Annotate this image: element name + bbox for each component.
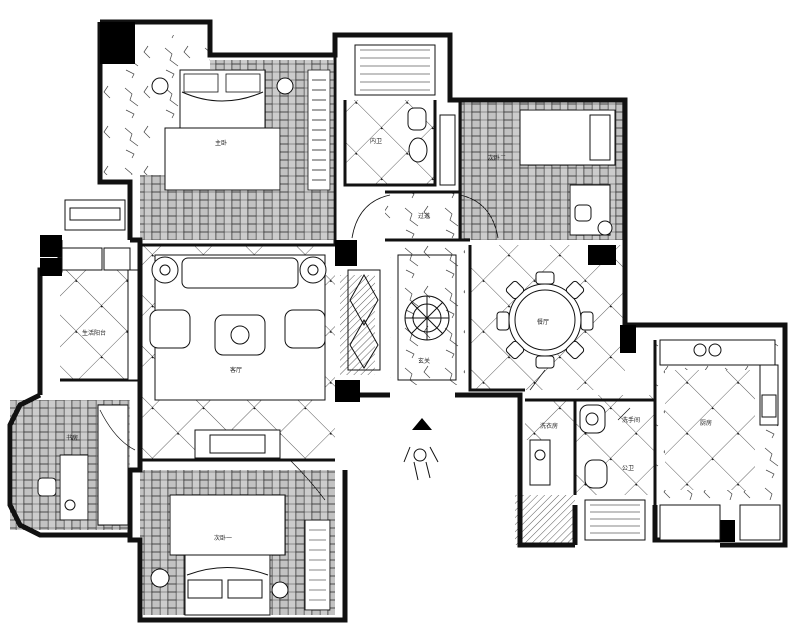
interior-walls xyxy=(60,55,657,505)
dining-room-label: 餐厅 xyxy=(537,318,549,326)
laundry-label: 洗衣房 xyxy=(540,422,558,430)
corridor-label: 过道 xyxy=(418,212,430,220)
bath-fixtures xyxy=(529,404,646,541)
utility-balcony-floor xyxy=(60,270,140,380)
dining-set xyxy=(496,271,594,369)
master-bed xyxy=(151,69,294,191)
living-room-furniture xyxy=(149,254,327,459)
wash-area-label: 洗手间 xyxy=(622,416,640,424)
second-bedroom-2-bed xyxy=(519,109,616,236)
hatched-wall-left xyxy=(340,275,375,375)
door-swings xyxy=(99,369,631,501)
inner-bath-label: 内卫 xyxy=(370,137,382,145)
public-bath-label: 公卫 xyxy=(622,465,634,472)
laundry-floor xyxy=(525,400,575,440)
second-bedroom-1-bed xyxy=(150,494,331,616)
master-bedroom-label: 主卧 xyxy=(215,139,227,147)
inner-bath-fixtures xyxy=(354,44,456,186)
corridor-floor xyxy=(385,192,460,240)
second-bedroom-2-label: 次卧二 xyxy=(488,154,506,162)
utility-balcony-fixtures xyxy=(61,199,139,381)
person-figure-icon xyxy=(403,446,439,481)
walls xyxy=(7,19,788,623)
hatched-shaft xyxy=(515,495,575,545)
study-label: 书房 xyxy=(66,434,78,442)
study-furniture xyxy=(37,404,129,526)
entrance-label: 玄关 xyxy=(418,357,430,365)
master-wardrobe xyxy=(307,69,331,191)
kitchen-tile-floor xyxy=(665,370,755,490)
second-bedroom-1-label: 次卧一 xyxy=(214,534,232,542)
kitchen-fixtures xyxy=(659,339,781,541)
entrance-decor xyxy=(347,254,457,381)
entry-arrow-icon xyxy=(412,418,432,430)
utility-balcony-label: 生活阳台 xyxy=(82,329,106,337)
kitchen-label: 厨房 xyxy=(700,419,712,427)
living-room-label: 客厅 xyxy=(230,366,242,374)
corridor-doors xyxy=(351,194,499,239)
